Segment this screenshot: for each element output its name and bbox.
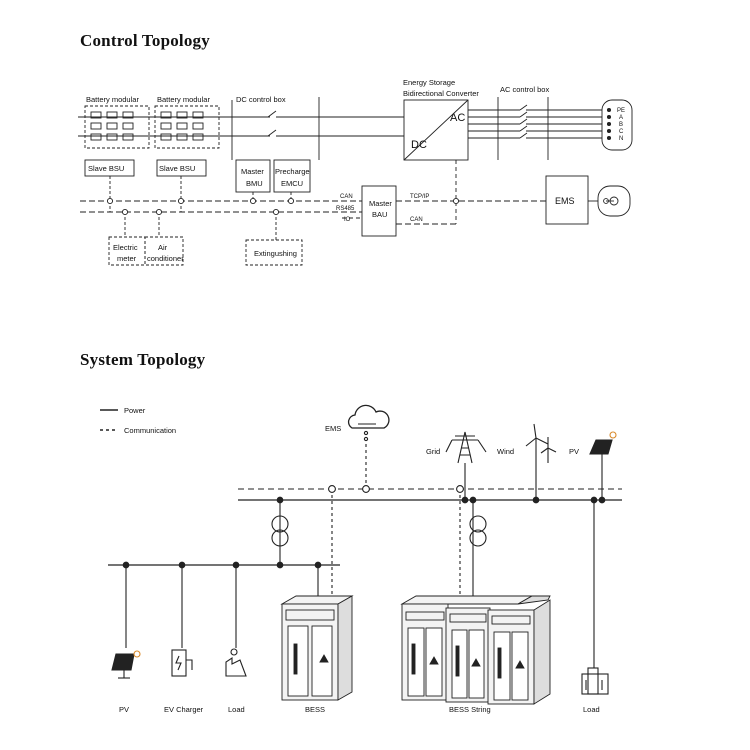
bess-string-label: BESS String xyxy=(449,705,491,714)
ems-label: EMS xyxy=(555,196,575,206)
battery-modular-2 xyxy=(154,105,220,177)
pv-bottom-label: PV xyxy=(119,705,129,714)
bess-label: BESS xyxy=(305,705,325,714)
slave-bsu-2-label: Slave BSU xyxy=(159,164,195,173)
phase-b: B xyxy=(619,122,623,128)
ems-cloud-icon xyxy=(347,404,390,429)
load-factory-icon xyxy=(225,648,247,677)
load-buildings-icon xyxy=(581,667,609,695)
rs485-label: RS485 xyxy=(336,206,355,212)
pv-panel-top-icon xyxy=(589,431,617,463)
wind-turbine-icon xyxy=(525,423,557,463)
ev-charger-label: EV Charger xyxy=(164,705,204,714)
battery-modular-2-label: Battery modular xyxy=(157,95,210,104)
air-conditioner-label-2: conditioner xyxy=(147,254,184,263)
control-topology-labels: Battery modular Battery modular Slave BS… xyxy=(86,78,625,263)
io-label: IO xyxy=(344,217,351,223)
air-conditioner-label-1: Air xyxy=(158,243,168,252)
load-2-label: Load xyxy=(583,705,600,714)
bess-cabinet xyxy=(280,595,354,701)
control-topology-title: Control Topology xyxy=(80,31,210,50)
control-topology-diagram xyxy=(78,97,633,266)
ac-control-box-label: AC control box xyxy=(500,85,549,94)
dc-control-box-label: DC control box xyxy=(236,95,286,104)
pv-panel-bottom-icon xyxy=(111,650,141,679)
system-topology-title: System Topology xyxy=(80,350,206,369)
master-bau-label-1: Master xyxy=(369,199,392,208)
grid-tower-icon xyxy=(445,431,487,464)
master-bmu-label-1: Master xyxy=(241,167,264,176)
phase-c: C xyxy=(619,129,624,135)
master-bmu-label-2: BMU xyxy=(246,179,263,188)
system-topology-diagram xyxy=(100,404,622,705)
extinguishing-label: Extingushing xyxy=(254,249,297,258)
legend-power-label: Power xyxy=(124,406,146,415)
phase-a: A xyxy=(619,115,623,121)
phase-pe: PE xyxy=(617,108,625,114)
ev-charger-icon xyxy=(171,649,193,677)
ems-label-system: EMS xyxy=(325,424,341,433)
electric-meter-label-1: Electric xyxy=(113,243,138,252)
precharge-emcu-label-1: Precharge xyxy=(275,167,310,176)
converter-dc-label: DC xyxy=(411,139,427,151)
grid-label: Grid xyxy=(426,447,440,456)
can-label-1: CAN xyxy=(340,194,353,200)
wind-label: Wind xyxy=(497,447,514,456)
battery-modular-1 xyxy=(84,105,150,177)
converter-title-2: Bidirectional Converter xyxy=(403,89,479,98)
precharge-emcu-label-2: EMCU xyxy=(281,179,303,188)
tcp-ip-label: TCP/IP xyxy=(410,194,429,200)
system-topology-labels: Power Communication EMS Grid Wind PV PV … xyxy=(119,406,600,714)
converter-ac-label: AC xyxy=(450,112,465,124)
phase-n: N xyxy=(619,136,623,142)
slave-bsu-1-label: Slave BSU xyxy=(88,164,124,173)
legend-communication-label: Communication xyxy=(124,426,176,435)
load-1-label: Load xyxy=(228,705,245,714)
can-label-2: CAN xyxy=(410,217,423,223)
pv-top-label: PV xyxy=(569,447,579,456)
master-bau-label-2: BAU xyxy=(372,210,387,219)
converter-title-1: Energy Storage xyxy=(403,78,455,87)
electric-meter-label-2: meter xyxy=(117,254,137,263)
bess-string xyxy=(400,595,551,705)
battery-modular-1-label: Battery modular xyxy=(86,95,139,104)
